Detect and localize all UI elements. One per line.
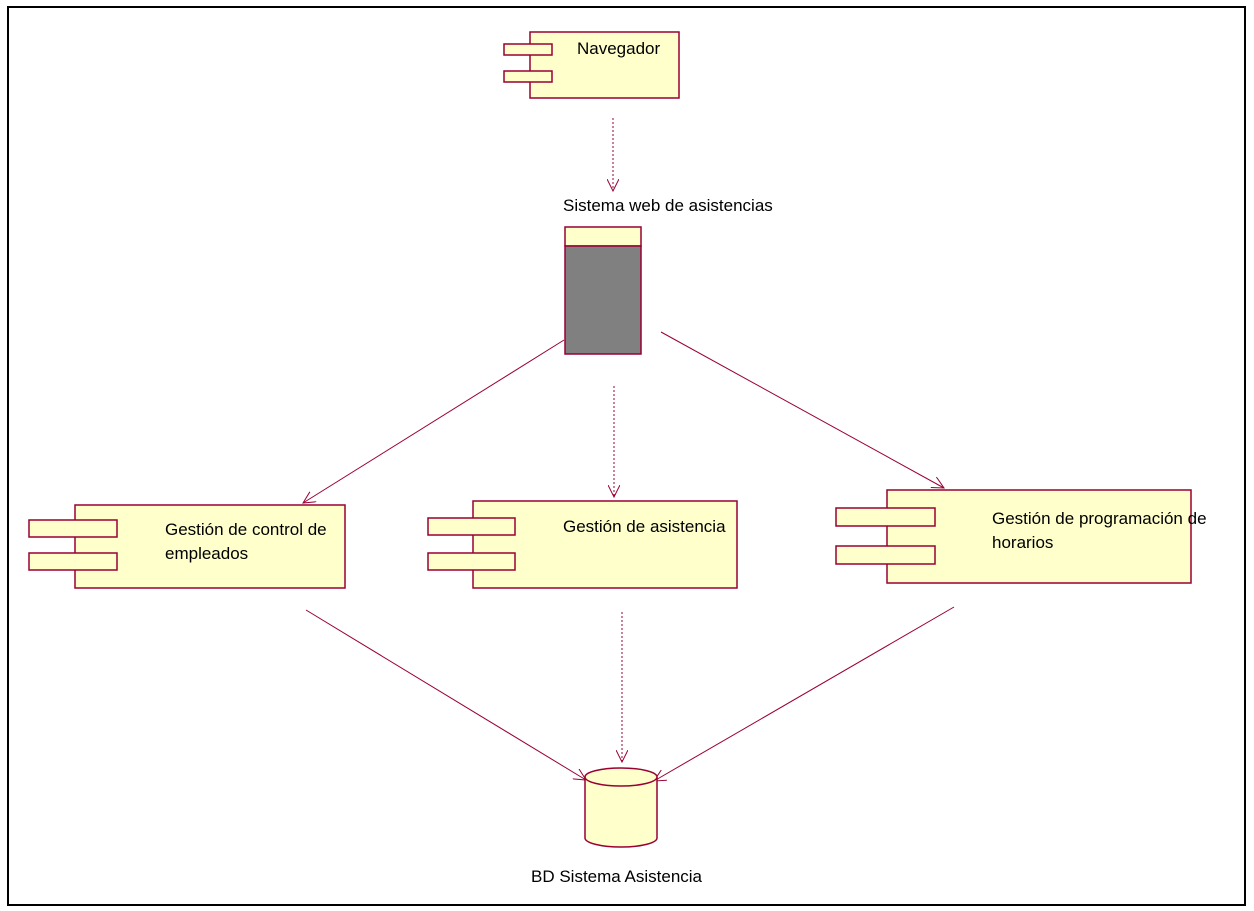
edge-sistema-web-to-gestion-empleados xyxy=(303,339,565,503)
edge-sistema-web-to-gestion-horarios xyxy=(660,331,944,488)
bd-label: BD Sistema Asistencia xyxy=(531,867,703,886)
component-gestion-horarios-port-top xyxy=(835,507,936,527)
gestion-horarios-label-line2: horarios xyxy=(992,533,1054,552)
component-gestion-asistencia[interactable] xyxy=(427,500,738,589)
component-navegador-port-top xyxy=(503,43,553,56)
component-navegador[interactable] xyxy=(503,31,680,99)
subsystem-sistema-web-header xyxy=(564,226,642,247)
subsystem-sistema-web-body xyxy=(564,245,642,355)
component-navegador-body xyxy=(529,31,680,99)
database-bd-sistema-asistencia[interactable] xyxy=(584,767,658,848)
edges xyxy=(303,118,955,781)
database-top xyxy=(584,767,658,787)
gestion-empleados-label-line1: Gestión de control de xyxy=(165,520,327,539)
component-gestion-asistencia-port-bottom xyxy=(427,552,516,571)
component-gestion-horarios-port-bottom xyxy=(835,545,936,565)
sistema-web-label: Sistema web de asistencias xyxy=(563,196,773,215)
navegador-label: Navegador xyxy=(577,39,661,58)
component-gestion-asistencia-body xyxy=(472,500,738,589)
component-gestion-empleados-body xyxy=(74,504,346,589)
gestion-horarios-label-line1: Gestión de programación de xyxy=(992,509,1207,528)
component-gestion-empleados[interactable] xyxy=(28,504,346,589)
component-gestion-empleados-port-top xyxy=(28,519,118,538)
subsystem-sistema-web[interactable] xyxy=(564,226,642,355)
database-body xyxy=(584,777,658,848)
edge-gestion-horarios-to-bd xyxy=(654,606,955,781)
component-gestion-horarios[interactable] xyxy=(835,489,1192,584)
component-gestion-asistencia-port-top xyxy=(427,517,516,536)
gestion-empleados-label-line2: empleados xyxy=(165,544,249,563)
component-navegador-port-bottom xyxy=(503,70,553,83)
edge-gestion-empleados-to-bd xyxy=(305,609,586,780)
diagram-frame xyxy=(7,6,1246,906)
component-gestion-horarios-body xyxy=(886,489,1192,584)
component-gestion-empleados-port-bottom xyxy=(28,552,118,571)
gestion-asistencia-label: Gestión de asistencia xyxy=(563,517,726,536)
